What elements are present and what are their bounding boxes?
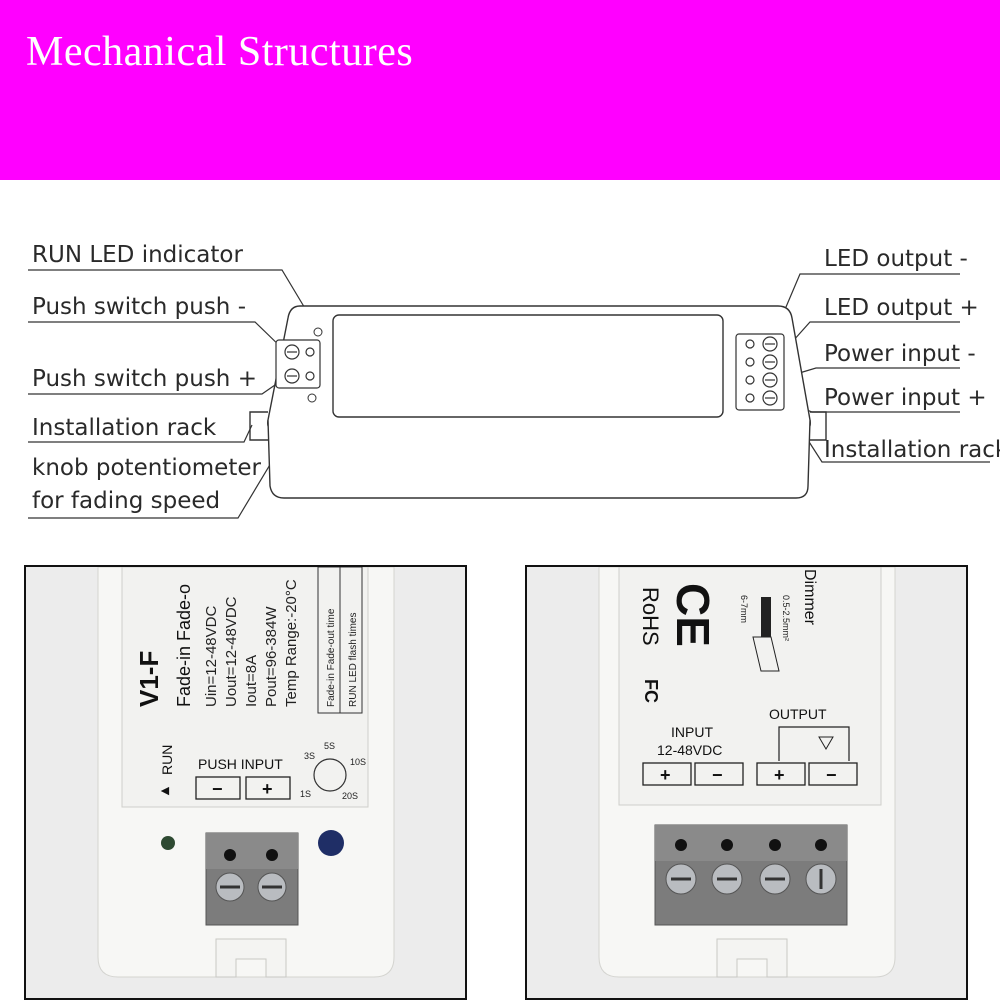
knob-potentiometer-indicator: [307, 393, 317, 403]
spec-iout: Iout=8A: [243, 655, 260, 707]
controller-body: [249, 305, 827, 499]
right-photo-drawing: Dimmer 6-7mm 0.5-2.5mm² RoHS FC CE INPUT…: [527, 567, 966, 998]
potentiometer-photo: [318, 830, 344, 856]
callout-power-plus: Power input +: [824, 385, 987, 411]
leader-push-plus: [28, 375, 289, 395]
knob-10s: 10S: [350, 757, 366, 767]
ce-mark: CE: [667, 583, 719, 647]
wire-strip-icon: [761, 597, 771, 637]
callout-power-minus: Power input -: [824, 341, 976, 367]
body-top-outline: [267, 305, 811, 433]
page-title: Mechanical Structures: [26, 29, 414, 75]
left-photo-panel: V1-F Fade-in Fade-o Uin=12-48VDC Uout=12…: [24, 565, 467, 1000]
leader-led-out-minus: [771, 273, 960, 341]
leader-rack-left: [28, 424, 253, 443]
table-fade-time: Fade-in Fade-out time: [326, 608, 337, 707]
rack-tab-left: [249, 411, 268, 441]
spec-uout: Uout=12-48VDC: [223, 596, 240, 707]
output-label: OUTPUT: [769, 706, 827, 722]
callout-run-led: RUN LED indicator: [32, 242, 243, 268]
spec-temp: Temp Range:-20°C: [283, 579, 300, 707]
run-led-photo: [161, 836, 175, 850]
push-plus-symbol: +: [262, 779, 273, 799]
label-window: [332, 314, 724, 418]
leader-led-out-plus: [775, 321, 960, 361]
callout-rack-right: Installation rack: [824, 437, 1000, 463]
knob-5s: 5S: [324, 741, 335, 751]
terminal-sign-1: +: [660, 765, 671, 785]
run-label: RUN: [159, 745, 175, 775]
terminal-sign-3: +: [774, 765, 785, 785]
knob-dial-icon: [313, 758, 347, 792]
spec-pout: Pout=96-384W: [263, 606, 280, 707]
device-outline-diagram: [28, 269, 990, 519]
right-photo-panel: Dimmer 6-7mm 0.5-2.5mm² RoHS FC CE INPUT…: [525, 565, 968, 1000]
knob-3s: 3S: [304, 751, 315, 761]
knob-20s: 20S: [342, 791, 358, 801]
leader-knob: [28, 397, 311, 519]
wire-size: 0.5-2.5mm²: [781, 595, 791, 641]
table-run-flash: RUN LED flash times: [348, 613, 359, 707]
push-input-label: PUSH INPUT: [198, 756, 283, 772]
wire-length: 6-7mm: [739, 595, 749, 623]
left-terminal-block: [275, 339, 321, 389]
right-terminal-block: [735, 333, 785, 411]
input-label: INPUT: [671, 724, 713, 740]
rohs-mark: RoHS: [638, 587, 663, 646]
push-minus-symbol: −: [212, 779, 223, 799]
rack-tab-right: [810, 411, 827, 441]
leader-run-led: [28, 269, 319, 331]
leader-power-minus: [775, 367, 960, 381]
dimmer-label: Dimmer: [801, 569, 818, 626]
callout-led-out-minus: LED output -: [824, 246, 968, 272]
run-led-indicator: [313, 327, 323, 337]
callout-push-plus: Push switch push +: [32, 366, 257, 392]
fc-mark: FC: [641, 679, 661, 703]
title-banner: Mechanical Structures: [0, 0, 1000, 180]
left-photo-drawing: V1-F Fade-in Fade-o Uin=12-48VDC Uout=12…: [26, 567, 465, 998]
spec-uin: Uin=12-48VDC: [203, 606, 220, 707]
product-title: Fade-in Fade-o: [174, 584, 194, 707]
output-led-symbol: [778, 726, 850, 761]
body-side-outline: [267, 419, 811, 499]
input-voltage: 12-48VDC: [657, 742, 722, 758]
callout-knob-line2: for fading speed: [32, 488, 221, 514]
terminal-sign-2: −: [712, 765, 723, 785]
leader-rack-right: [803, 433, 990, 463]
run-arrow-icon: ◄: [158, 782, 172, 798]
model-label: V1-F: [134, 651, 164, 707]
callout-rack-left: Installation rack: [32, 415, 217, 441]
knob-1s: 1S: [300, 789, 311, 799]
callout-push-minus: Push switch push -: [32, 294, 246, 320]
callout-knob-line1: knob potentiometer: [32, 455, 261, 481]
leader-push-minus: [28, 321, 287, 353]
terminal-sign-4: −: [826, 765, 837, 785]
callout-led-out-plus: LED output +: [824, 295, 979, 321]
